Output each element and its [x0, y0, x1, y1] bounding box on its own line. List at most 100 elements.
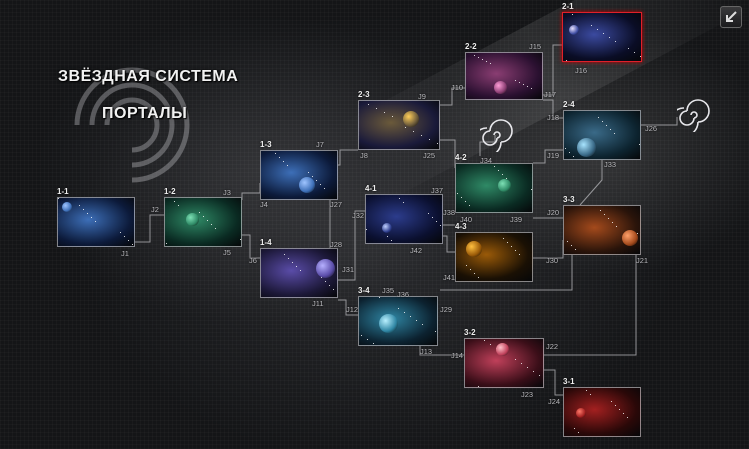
star-dot: [435, 331, 436, 332]
star-dot: [428, 213, 429, 214]
star-dot: [178, 205, 179, 206]
sector-node-2-3[interactable]: [358, 100, 440, 150]
star-dot: [199, 212, 200, 213]
planet-image: [62, 202, 72, 212]
planet-image: [382, 223, 392, 233]
junction-label-j40: J40: [460, 215, 473, 224]
star-dot: [203, 216, 204, 217]
star-dot: [87, 213, 88, 214]
star-dot: [503, 238, 504, 239]
star-dot: [373, 343, 374, 344]
route-line: [135, 214, 164, 243]
star-dot: [619, 409, 620, 410]
star-dot: [469, 205, 470, 206]
star-dot: [403, 202, 404, 203]
sector-node-4-2[interactable]: [455, 163, 533, 213]
star-dot: [440, 225, 441, 226]
sector-node-3-2[interactable]: [464, 338, 544, 388]
route-line: [443, 235, 455, 253]
sector-node-2-1[interactable]: [562, 12, 642, 62]
star-dot: [478, 57, 479, 58]
star-dot: [283, 161, 284, 162]
star-dot: [640, 56, 641, 57]
sector-label-2-2: 2-2: [465, 42, 477, 51]
star-dot: [404, 312, 405, 313]
star-dot: [120, 232, 121, 233]
star-dot: [616, 226, 617, 227]
star-dot: [575, 249, 576, 250]
junction-label-j28: J28: [330, 240, 343, 249]
arrow-down-left-icon: [726, 11, 737, 22]
junction-label-j19: J19: [547, 151, 560, 160]
route-line: [440, 255, 573, 291]
route-line: [479, 135, 496, 156]
sector-node-3-3[interactable]: [563, 205, 641, 255]
star-dot: [515, 80, 516, 81]
sector-node-1-4[interactable]: [260, 248, 338, 298]
star-dot: [410, 316, 411, 317]
star-dot: [498, 170, 499, 171]
star-dot: [598, 117, 599, 118]
sector-node-2-4[interactable]: [563, 110, 641, 160]
sector-label-4-3: 4-3: [455, 222, 467, 231]
junction-label-j18: J18: [547, 113, 560, 122]
junction-label-j32: J32: [352, 211, 365, 220]
back-button[interactable]: [720, 6, 742, 28]
route-line: [543, 99, 563, 119]
sector-node-2-2[interactable]: [465, 52, 543, 100]
sector-node-4-1[interactable]: [365, 194, 443, 244]
sector-node-1-2[interactable]: [164, 197, 242, 247]
junction-label-j12: J12: [346, 305, 359, 314]
star-dot: [324, 188, 325, 189]
star-dot: [533, 371, 534, 372]
star-dot: [637, 233, 638, 234]
sector-label-4-1: 4-1: [365, 184, 377, 193]
star-dot: [490, 212, 491, 213]
star-dot: [604, 214, 605, 215]
route-line: [440, 139, 456, 168]
star-dot: [83, 209, 84, 210]
spiral-portal-icon[interactable]: [480, 118, 514, 152]
junction-label-j16: J16: [575, 66, 588, 75]
spiral-portal-icon[interactable]: [677, 98, 711, 132]
junction-label-j15: J15: [529, 42, 542, 51]
junction-label-j27: J27: [330, 200, 343, 209]
star-dot: [284, 254, 285, 255]
star-dot: [391, 240, 392, 241]
star-dot: [531, 189, 532, 190]
route-line: [440, 87, 465, 106]
star-dot: [333, 289, 334, 290]
route-line: [544, 369, 563, 396]
sector-label-2-3: 2-3: [358, 90, 370, 99]
star-dot: [521, 363, 522, 364]
star-dot: [215, 228, 216, 229]
junction-label-j34: J34: [480, 156, 493, 165]
star-dot: [590, 394, 591, 395]
junction-label-j8: J8: [360, 151, 368, 160]
junction-label-j23: J23: [521, 390, 534, 399]
sector-label-2-4: 2-4: [563, 100, 575, 109]
star-dot: [582, 436, 583, 437]
planet-image: [186, 213, 199, 226]
sector-node-3-1[interactable]: [563, 387, 641, 437]
junction-label-j4: J4: [260, 200, 268, 209]
star-dot: [478, 386, 479, 387]
star-dot: [429, 139, 430, 140]
star-dot: [387, 236, 388, 237]
planet-image: [316, 259, 335, 278]
sector-node-1-3[interactable]: [260, 150, 338, 200]
star-dot: [240, 239, 241, 240]
sector-node-1-1[interactable]: [57, 197, 135, 247]
route-line: [544, 255, 637, 356]
junction-label-j2: J2: [151, 205, 159, 214]
star-dot: [591, 25, 592, 26]
star-dot: [384, 112, 385, 113]
star-dot: [597, 29, 598, 30]
sector-node-4-3[interactable]: [455, 232, 533, 282]
sector-node-3-4[interactable]: [358, 296, 438, 346]
star-dot: [523, 84, 524, 85]
junction-label-j41: J41: [443, 273, 456, 282]
star-dot: [174, 201, 175, 202]
route-line: [242, 234, 260, 259]
planet-image: [622, 230, 638, 246]
